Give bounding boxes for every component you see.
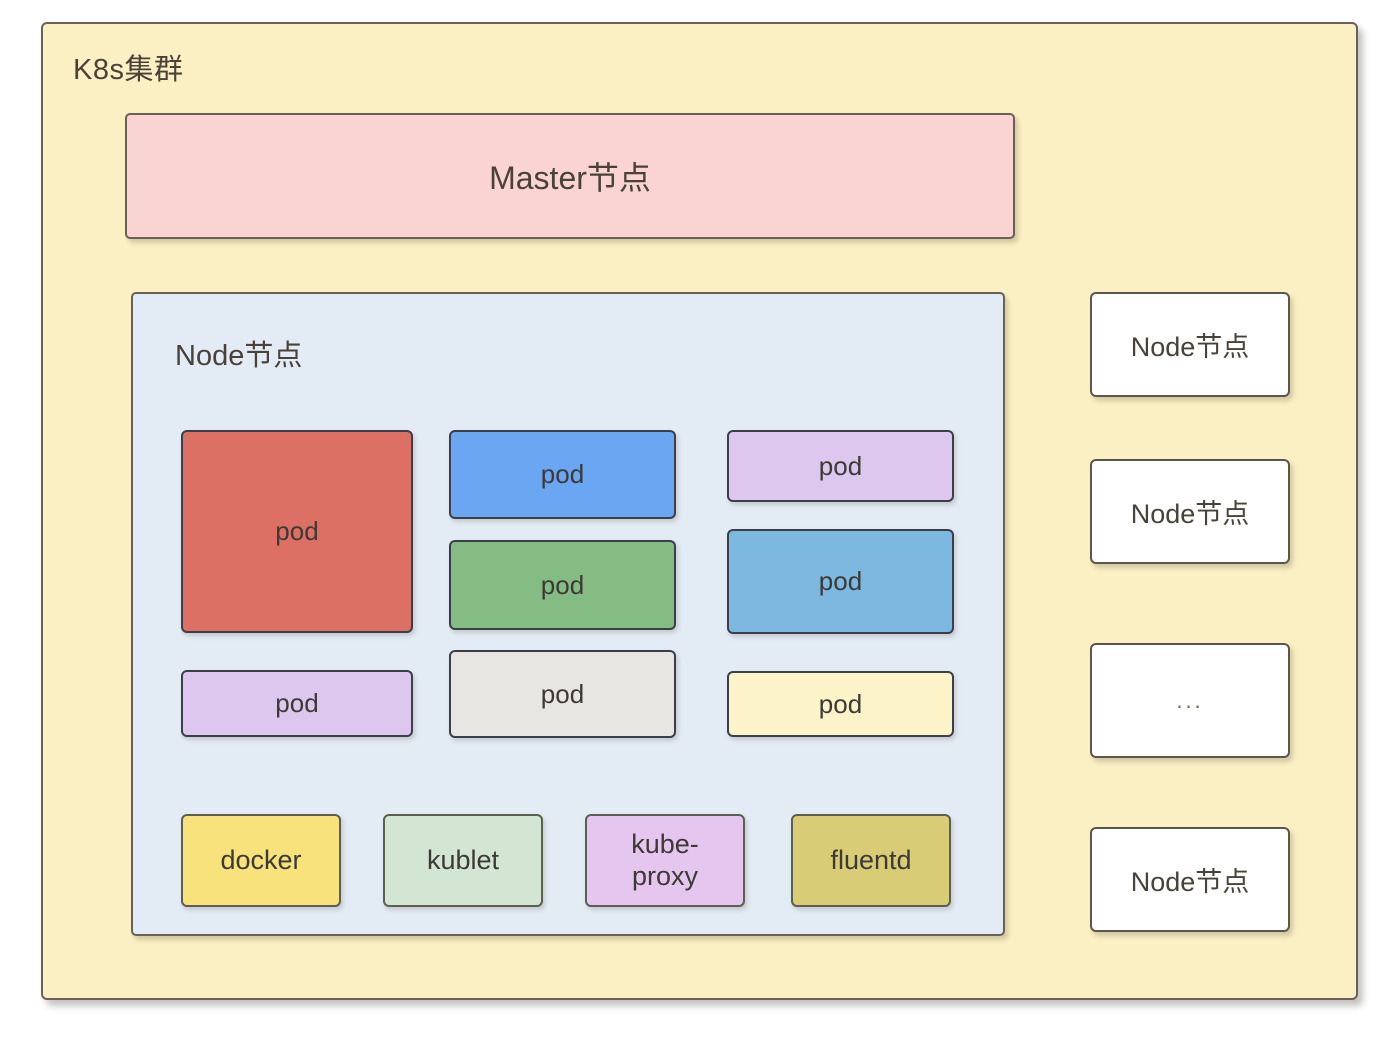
side-node-label: Node节点: [1130, 867, 1250, 897]
pod-label: pod: [818, 688, 863, 719]
pod-box[interactable]: pod: [449, 650, 676, 738]
pod-box[interactable]: pod: [727, 430, 954, 502]
pod-label: pod: [540, 569, 585, 600]
pod-label: pod: [275, 688, 319, 718]
pod-box[interactable]: pod: [727, 671, 954, 737]
component-box[interactable]: docker: [181, 814, 341, 907]
pod-label: pod: [818, 566, 863, 596]
pod-box[interactable]: pod: [181, 430, 413, 633]
pod-box[interactable]: pod: [727, 529, 954, 634]
pod-label: pod: [540, 459, 585, 489]
side-node-ellipsis[interactable]: ...: [1090, 643, 1290, 758]
component-box[interactable]: fluentd: [791, 814, 951, 907]
pod-box[interactable]: pod: [449, 430, 676, 519]
component-label: kublet: [426, 844, 500, 875]
ellipsis-label: ...: [1176, 687, 1204, 713]
master-node-box[interactable]: Master节点: [125, 113, 1015, 239]
cluster-title: K8s集群: [73, 54, 184, 86]
component-box[interactable]: kublet: [383, 814, 543, 907]
pod-box[interactable]: pod: [181, 670, 413, 737]
component-box[interactable]: kube-proxy: [585, 814, 745, 907]
side-node-label: Node节点: [1130, 499, 1250, 529]
pod-box[interactable]: pod: [449, 540, 676, 630]
side-node-box[interactable]: Node节点: [1090, 459, 1290, 564]
side-node-label: Node节点: [1130, 332, 1250, 362]
pod-label: pod: [540, 678, 585, 709]
side-node-box[interactable]: Node节点: [1090, 827, 1290, 932]
pod-label: pod: [818, 450, 863, 481]
node-container-label: Node节点: [175, 340, 303, 372]
node-container-box[interactable]: Node节点 pod pod pod pod pod pod pod pod docker ku…: [131, 292, 1005, 936]
side-node-box[interactable]: Node节点: [1090, 292, 1290, 397]
component-label: fluentd: [830, 844, 912, 875]
pod-label: pod: [275, 516, 319, 546]
component-label: docker: [220, 844, 302, 875]
master-node-label: Master节点: [489, 160, 651, 196]
component-label: kube-proxy: [631, 829, 699, 891]
